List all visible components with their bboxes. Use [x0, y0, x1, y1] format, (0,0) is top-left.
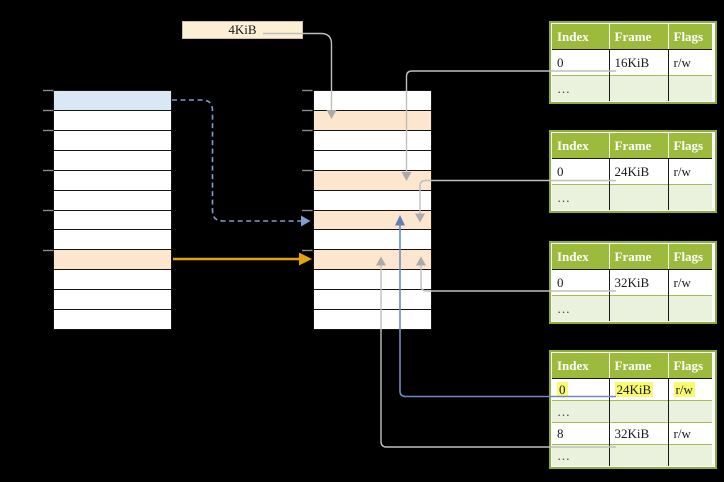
- ellipsis-row: …: [552, 184, 712, 210]
- column-header-frame: Frame: [609, 244, 669, 270]
- column-header-index: Index: [552, 133, 610, 159]
- cell: …: [552, 75, 610, 101]
- highlighted-value: 0: [557, 381, 568, 397]
- memory-row: [314, 230, 431, 251]
- memory-row: [314, 150, 431, 171]
- physical-memory-table: [313, 90, 432, 330]
- memory-row: [54, 190, 171, 211]
- memory-row: [314, 91, 431, 111]
- 4kib-size-box: 4KiB: [182, 21, 303, 39]
- cell: r/w: [668, 49, 712, 76]
- memory-row: [54, 270, 171, 291]
- column-header-frame: Frame: [609, 133, 669, 159]
- table-row: 0 24KiB r/w: [552, 378, 712, 401]
- arrow-orangerow-to-frame9-arrowhead: [299, 252, 312, 266]
- memory-row: [314, 270, 431, 291]
- cell: 8: [552, 422, 610, 445]
- memory-row-orange: [314, 210, 431, 231]
- column-header-frame: Frame: [609, 24, 669, 50]
- cell: …: [552, 295, 610, 321]
- cell: …: [552, 184, 610, 210]
- column-header-flags: Flags: [668, 133, 712, 159]
- cell: 24KiB: [609, 158, 669, 185]
- memory-row: [54, 210, 171, 231]
- memory-row-orange: [314, 110, 431, 131]
- cell: r/w: [668, 422, 712, 445]
- memory-row-orange: [314, 250, 431, 271]
- memory-row: [314, 290, 431, 311]
- memory-row: [54, 150, 171, 171]
- cell: r/w: [668, 378, 712, 401]
- cell: [609, 400, 669, 423]
- cell: [609, 75, 669, 101]
- cell: …: [552, 400, 610, 423]
- cell: [609, 184, 669, 210]
- cell: 32KiB: [609, 269, 669, 296]
- column-header-flags: Flags: [668, 353, 712, 379]
- column-header-index: Index: [552, 24, 610, 50]
- cell: r/w: [668, 269, 712, 296]
- 4kib-label: 4KiB: [228, 22, 257, 37]
- cell: 24KiB: [609, 378, 669, 401]
- cell: [609, 295, 669, 321]
- cell: [668, 75, 712, 101]
- cell: [668, 295, 712, 321]
- cell: [668, 184, 712, 210]
- highlighted-value: 24KiB: [614, 381, 654, 397]
- column-header-index: Index: [552, 244, 610, 270]
- memory-row-orange: [314, 170, 431, 191]
- memory-row-orange: [54, 250, 171, 271]
- column-header-flags: Flags: [668, 244, 712, 270]
- ellipsis-row: …: [552, 444, 712, 466]
- column-header-flags: Flags: [668, 24, 712, 50]
- cell: 0: [552, 269, 610, 296]
- cell: 32KiB: [609, 422, 669, 445]
- cell: [609, 444, 669, 466]
- cell: [668, 400, 712, 423]
- cell: 0: [552, 158, 610, 185]
- memory-row: [314, 190, 431, 211]
- cell: 16KiB: [609, 49, 669, 76]
- arrow-bluerow-to-frame7: [172, 99, 301, 222]
- memory-row: [54, 170, 171, 191]
- cell: [668, 444, 712, 466]
- memory-row: [314, 310, 431, 330]
- arrow-bluerow-to-frame7-arrowhead: [301, 215, 311, 227]
- memory-row: [54, 110, 171, 131]
- memory-row: [54, 310, 171, 330]
- cell: r/w: [668, 158, 712, 185]
- memory-row-blue: [54, 91, 171, 111]
- memory-row: [54, 290, 171, 311]
- ellipsis-row: …: [552, 400, 712, 423]
- memory-row: [54, 230, 171, 251]
- virtual-page-table: [53, 90, 172, 330]
- memory-row: [314, 130, 431, 151]
- memory-row: [54, 130, 171, 151]
- cell: …: [552, 444, 610, 466]
- column-header-frame: Frame: [609, 353, 669, 379]
- ellipsis-row: …: [552, 295, 712, 321]
- cell: 0: [552, 49, 610, 76]
- ellipsis-row: …: [552, 75, 712, 101]
- highlighted-value: r/w: [673, 381, 695, 397]
- column-header-index: Index: [552, 353, 610, 379]
- cell: 0: [552, 378, 610, 401]
